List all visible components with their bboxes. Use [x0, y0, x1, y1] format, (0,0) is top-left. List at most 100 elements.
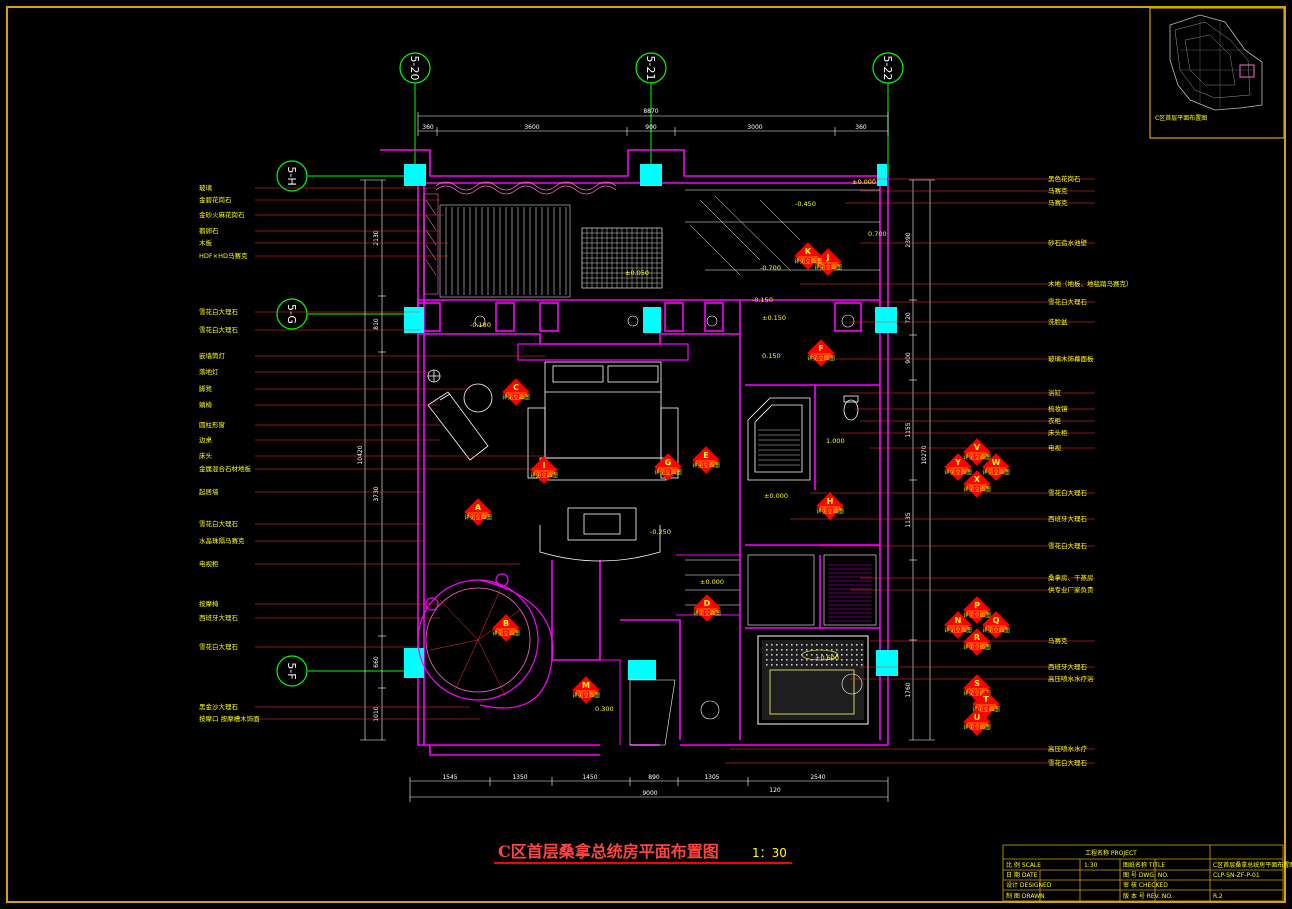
left-label-5: HDF×HD马赛克: [199, 251, 248, 260]
svg-text:详见立面图: 详见立面图: [944, 468, 972, 476]
bed-headboard: [517, 343, 689, 361]
drawing-scale: 1：30: [752, 846, 787, 860]
dim-top-2: 3600: [524, 124, 539, 131]
left-label-12: 圆柱形窗: [199, 420, 225, 429]
right-label-15: 雪花白大理石: [1048, 541, 1088, 550]
svg-text:W: W: [992, 458, 1001, 467]
svg-text:R.2: R.2: [1213, 893, 1223, 900]
axis-label-5-22: 5-22: [881, 56, 894, 81]
svg-text:R: R: [974, 633, 980, 642]
dim-bot-3: 1450: [582, 774, 597, 781]
right-label-16: 桑拿房、干蒸房: [1048, 573, 1094, 582]
svg-text:U: U: [974, 713, 981, 722]
floor-plan: [380, 149, 898, 756]
svg-text:详见立面图: 详见立面图: [693, 609, 721, 617]
dim-top-4: 3000: [747, 124, 762, 131]
svg-text:±0.000: ±0.000: [764, 492, 788, 500]
right-label-11: 床头柜: [1048, 428, 1068, 437]
left-leader-lines: [255, 187, 560, 720]
svg-text:详见立面图: 详见立面图: [464, 513, 492, 521]
dim-bot-4: 890: [648, 774, 660, 781]
structural-columns: [404, 164, 898, 680]
svg-text:制 图 DRAWN: 制 图 DRAWN: [1006, 892, 1045, 900]
left-label-20: 按摩椅: [199, 599, 219, 608]
svg-text:0.700: 0.700: [868, 230, 887, 238]
svg-text:M: M: [582, 681, 590, 690]
left-planter: [423, 193, 439, 295]
left-label-13: 边桌: [199, 435, 213, 444]
dim-bot-total: 9000: [642, 790, 657, 797]
title-block: [1002, 844, 1284, 902]
svg-text:I: I: [543, 461, 546, 470]
svg-text:-0.700: -0.700: [760, 264, 781, 272]
svg-text:详见立面图: 详见立面图: [816, 507, 844, 515]
right-label-21: 高压喷水水疗: [1048, 744, 1088, 753]
svg-text:P: P: [974, 601, 980, 610]
left-label-3: 鹅卵石: [199, 226, 219, 235]
left-label-22: 雪花白大理石: [199, 642, 239, 651]
right-label-9: 梳妆镜: [1048, 404, 1068, 413]
right-label-19: 西班牙大理石: [1048, 662, 1088, 671]
svg-text:详见立面图: 详见立面图: [963, 453, 991, 461]
dim-left-5: 1010: [373, 706, 380, 721]
left-label-24: 按摩口 按摩槽木饰面: [199, 714, 260, 723]
dim-top-3: 900: [645, 124, 657, 131]
svg-text:±0.600: ±0.600: [815, 654, 839, 662]
svg-text:详见立面图: 详见立面图: [794, 257, 822, 265]
lounge-chair: [427, 369, 493, 461]
svg-text:版 本 号 REV. NO.: 版 本 号 REV. NO.: [1123, 892, 1173, 900]
coffee-table: [539, 507, 661, 562]
left-label-0: 玻璃: [199, 183, 213, 192]
svg-text:详见立面图: 详见立面图: [814, 263, 842, 271]
left-label-9: 落地灯: [199, 367, 219, 376]
svg-text:详见立面图: 详见立面图: [944, 626, 972, 634]
left-label-7: 雪花白大理石: [199, 325, 239, 334]
elevation-clusters: V详见立面图Y详见立面图W详见立面图X详见立面图P详见立面图N详见立面图Q详见立…: [944, 438, 1010, 736]
svg-text:1:30: 1:30: [1084, 862, 1098, 869]
dim-bot-2: 1350: [512, 774, 527, 781]
dim-top-1: 360: [422, 124, 434, 131]
right-label-2: 马赛克: [1048, 198, 1068, 207]
left-label-11: 躺椅: [199, 400, 213, 409]
dim-bot-6: 2540: [810, 774, 825, 781]
left-label-4: 木板: [199, 238, 213, 247]
right-label-7: 玻璃木饰幕面板: [1048, 354, 1094, 363]
dim-right-total: 10270: [921, 445, 928, 464]
left-label-14: 床头: [199, 451, 213, 460]
left-label-16: 起居墙: [199, 487, 219, 496]
dim-top-5: 360: [855, 124, 867, 131]
svg-text:1.000: 1.000: [826, 437, 845, 445]
dim-right-1: 2390: [905, 232, 912, 247]
right-label-6: 洗脸盆: [1048, 317, 1068, 326]
svg-text:E: E: [703, 451, 708, 460]
right-label-18: 马赛克: [1048, 636, 1068, 645]
outdoor-deck-lines: [685, 189, 880, 276]
toilet: [843, 395, 859, 421]
svg-text:详见立面图: 详见立面图: [963, 689, 991, 697]
elevation-tags: ±0.000 -0.450 -0.700 ±0.050 -0.150 0.700…: [470, 178, 887, 713]
right-label-8: 浴缸: [1048, 388, 1062, 397]
left-label-10: 脚凳: [199, 384, 213, 393]
left-label-19: 电视柜: [199, 559, 219, 568]
axis-label-5-20: 5-20: [408, 56, 421, 81]
right-dimensions: [909, 179, 935, 741]
drawing-frame: [6, 6, 1286, 903]
axis-label-5-21: 5-21: [644, 56, 657, 81]
svg-text:±0.150: ±0.150: [762, 314, 786, 322]
svg-text:0.150: 0.150: [762, 352, 781, 360]
svg-text:比 例 SCALE: 比 例 SCALE: [1006, 861, 1041, 869]
svg-text:详见立面图: 详见立面图: [692, 461, 720, 469]
